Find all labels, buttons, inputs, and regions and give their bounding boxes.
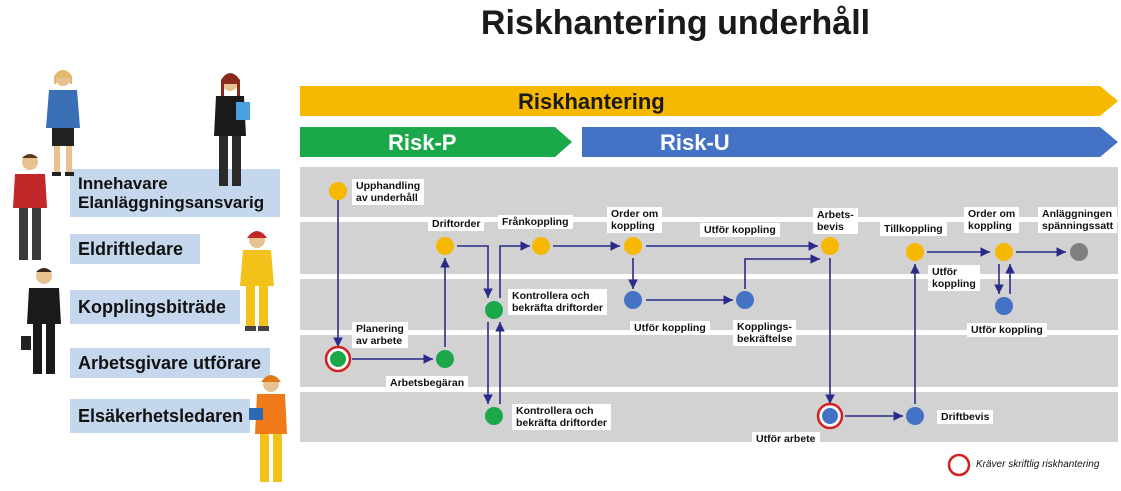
legend-ring-icon — [947, 453, 971, 477]
risk-p-banner-label: Risk-P — [388, 130, 457, 155]
label-frankoppling: Frånkoppling — [498, 215, 573, 229]
person-worker-orange-illustration — [249, 375, 287, 482]
risk-u-banner — [582, 127, 1118, 157]
label-utfor-koppling-a: Utför koppling — [630, 321, 710, 335]
node-utfor-koppling-d — [995, 297, 1013, 315]
node-frankoppling — [532, 237, 550, 255]
riskhantering-banner-label: Riskhantering — [518, 89, 665, 114]
risk-p-banner — [300, 127, 572, 157]
node-order-om-koppling-2 — [995, 243, 1013, 261]
legend-text: Kräver skriftlig riskhantering — [976, 459, 1100, 470]
role-arbetsgivare: Arbetsgivare utförare — [70, 348, 270, 378]
node-driftorder — [436, 237, 454, 255]
person-man-red-illustration — [13, 154, 47, 260]
label-utfor-koppling-d: Utför koppling — [967, 323, 1047, 337]
label-kontrollera-1: Kontrollera och bekräfta driftorder — [508, 289, 608, 315]
node-arbetsbegaran — [436, 350, 454, 368]
label-driftbevis: Driftbevis — [937, 410, 994, 424]
label-utfor-koppling-c: Utför koppling — [928, 265, 980, 291]
node-utfor-arbete — [822, 408, 838, 424]
node-upphandling — [329, 182, 347, 200]
label-driftorder: Driftorder — [428, 217, 485, 231]
risk-u-banner-label: Risk-U — [660, 130, 730, 155]
node-planering — [330, 351, 346, 367]
label-planering: Planering av arbete — [352, 322, 408, 348]
label-utfor-koppling-b: Utför koppling — [700, 223, 780, 237]
person-worker-yellow-illustration — [240, 231, 274, 331]
node-kontrollera-1 — [485, 301, 503, 319]
person-woman-blue-illustration — [46, 70, 80, 176]
role-kopplingsbitrade: Kopplingsbiträde — [70, 290, 240, 324]
page-title: Riskhantering underhåll — [480, 4, 871, 42]
label-order-om-koppling-1: Order om koppling — [607, 207, 663, 233]
node-utfor-koppling-a — [624, 291, 642, 309]
label-arbetsbevis: Arbets- bevis — [813, 208, 858, 234]
person-woman-folder-illustration — [214, 73, 250, 186]
label-anlaggningen: Anläggningen spänningssatt — [1038, 207, 1118, 233]
node-tillkoppling — [906, 243, 924, 261]
label-order-om-koppling-2: Order om koppling — [964, 207, 1020, 233]
node-kontrollera-2 — [485, 407, 503, 425]
role-eldriftledare: Eldriftledare — [70, 234, 200, 264]
person-man-suit-phone-illustration — [21, 268, 61, 374]
label-kontrollera-2: Kontrollera och bekräfta driftorder — [512, 404, 612, 430]
node-driftbevis — [906, 407, 924, 425]
label-kopplingsbekraftelse: Kopplings- bekräftelse — [733, 320, 797, 346]
role-elsakerhetsledaren: Elsäkerhetsledaren — [70, 399, 250, 433]
riskhantering-banner — [300, 86, 1118, 116]
label-arbetsbegaran: Arbetsbegäran — [386, 376, 469, 390]
node-order-om-koppling-1 — [624, 237, 642, 255]
node-arbetsbevis — [821, 237, 839, 255]
banner-arrows — [300, 86, 1118, 157]
node-kopplingsbekraftelse — [736, 291, 754, 309]
node-anlaggningen — [1070, 243, 1088, 261]
role-innehavare: Innehavare Elanläggningsansvarig — [70, 169, 280, 217]
label-upphandling: Upphandling av underhåll — [352, 179, 425, 205]
label-tillkoppling: Tillkoppling — [880, 222, 947, 236]
label-utfor-arbete: Utför arbete — [752, 432, 820, 446]
